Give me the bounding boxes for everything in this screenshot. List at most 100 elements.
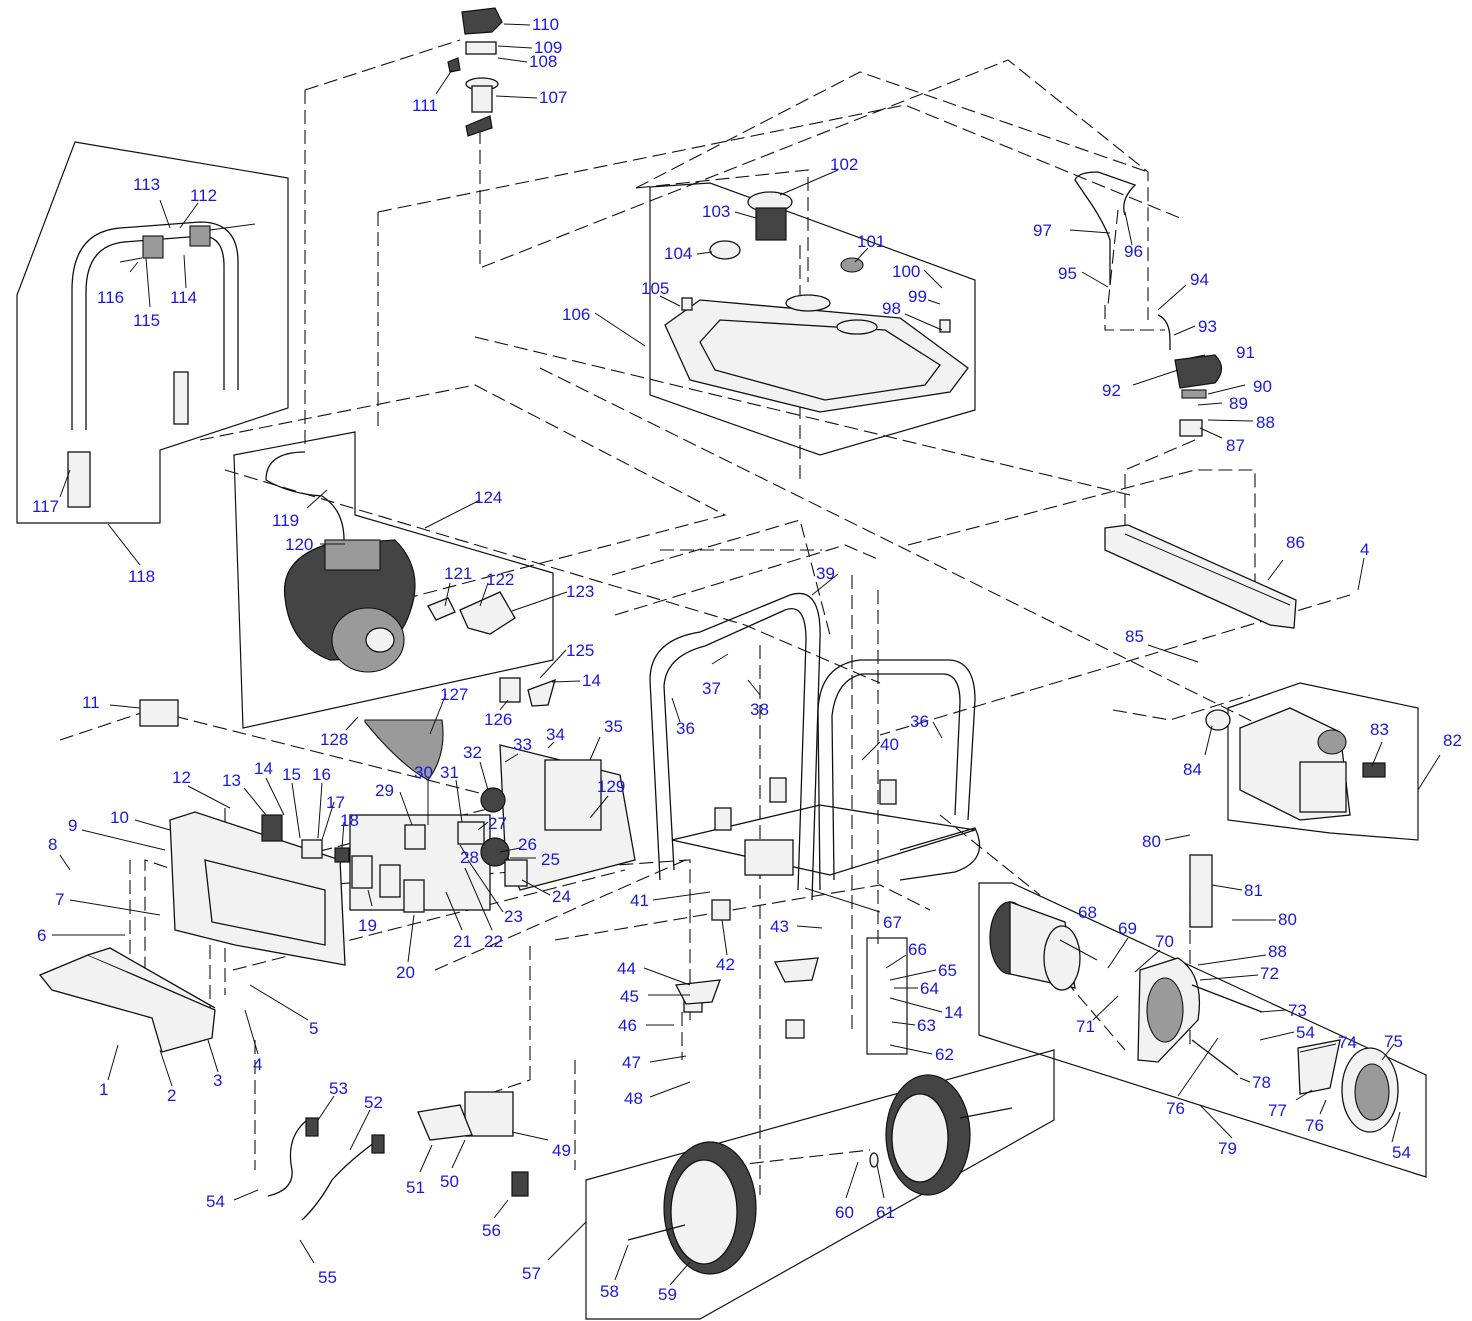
callout-labels: 110 109 108 107 111 113 112 116 114 115 … (32, 15, 1462, 1304)
callout-34: 34 (546, 725, 565, 744)
callout-92: 92 (1102, 381, 1121, 400)
callout-32: 32 (463, 743, 482, 762)
callout-14-c: 14 (944, 1003, 963, 1022)
callout-109: 109 (534, 38, 562, 57)
callout-5: 5 (309, 1019, 318, 1038)
callout-44: 44 (617, 959, 636, 978)
callout-41: 41 (630, 891, 649, 910)
callout-16: 16 (312, 765, 331, 784)
callout-118: 118 (128, 567, 155, 586)
callout-113: 113 (133, 175, 160, 194)
callout-19: 19 (358, 916, 377, 935)
callout-79: 79 (1218, 1139, 1237, 1158)
callout-104: 104 (664, 244, 692, 263)
callout-38: 38 (750, 700, 769, 719)
alternator-assembly (989, 854, 1399, 1133)
callout-74: 74 (1338, 1033, 1357, 1052)
callout-99: 99 (908, 287, 927, 306)
callout-127: 127 (440, 685, 468, 704)
callout-69: 69 (1118, 919, 1137, 938)
handle-assembly (67, 221, 256, 508)
callout-76-a: 76 (1166, 1099, 1185, 1118)
callout-93: 93 (1198, 317, 1217, 336)
callout-7: 7 (55, 890, 64, 909)
callout-119: 119 (272, 511, 299, 530)
callout-8: 8 (48, 835, 57, 854)
callout-39: 39 (816, 564, 835, 583)
callout-3: 3 (213, 1071, 222, 1090)
callout-56: 56 (482, 1221, 501, 1240)
callout-64: 64 (920, 979, 939, 998)
callout-98: 98 (882, 299, 901, 318)
fuel-line-assembly (1074, 171, 1223, 437)
callout-129: 129 (597, 777, 625, 796)
callout-33: 33 (513, 735, 532, 754)
callout-40: 40 (880, 735, 899, 754)
callout-96: 96 (1124, 242, 1143, 261)
callout-25: 25 (541, 850, 560, 869)
callout-54-c: 54 (206, 1192, 225, 1211)
callout-86: 86 (1286, 533, 1305, 552)
callout-95: 95 (1058, 264, 1077, 283)
callout-57: 57 (522, 1264, 541, 1283)
control-panel-assembly (139, 699, 636, 966)
callout-87: 87 (1226, 436, 1245, 455)
callout-4-a: 4 (1360, 540, 1369, 559)
callout-77: 77 (1268, 1101, 1287, 1120)
callout-35: 35 (604, 717, 623, 736)
callout-83: 83 (1370, 720, 1389, 739)
callout-111: 111 (412, 96, 438, 115)
callout-46: 46 (618, 1016, 637, 1035)
callout-4-b: 4 (253, 1055, 262, 1074)
callout-27: 27 (488, 814, 507, 833)
callout-10: 10 (110, 808, 129, 827)
callout-53: 53 (329, 1079, 348, 1098)
callout-24: 24 (552, 887, 571, 906)
callout-124: 124 (474, 488, 502, 507)
callout-12: 12 (172, 768, 191, 787)
callout-6: 6 (37, 926, 46, 945)
battery-assembly (267, 1091, 529, 1221)
callout-103: 103 (702, 202, 730, 221)
engine-assembly (265, 451, 556, 781)
callout-49: 49 (552, 1141, 571, 1160)
callout-26: 26 (518, 835, 537, 854)
callout-22: 22 (484, 932, 503, 951)
callout-28: 28 (460, 848, 479, 867)
callout-61: 61 (876, 1203, 895, 1222)
callout-85: 85 (1125, 627, 1144, 646)
callout-36-b: 36 (910, 712, 929, 731)
callout-128: 128 (320, 730, 348, 749)
callout-80-a: 80 (1142, 832, 1161, 851)
callout-13: 13 (222, 771, 241, 790)
callout-54-a: 54 (1296, 1023, 1315, 1042)
callout-60: 60 (835, 1203, 854, 1222)
callout-66: 66 (908, 940, 927, 959)
callout-59: 59 (658, 1285, 677, 1304)
callout-23: 23 (504, 907, 523, 926)
muffler-assembly (1205, 707, 1386, 821)
callout-106: 106 (562, 305, 590, 324)
callout-88-a: 88 (1256, 413, 1275, 432)
handle-bar-assembly (38, 947, 216, 1053)
callout-123: 123 (566, 582, 594, 601)
callout-94: 94 (1190, 270, 1209, 289)
fuel-tank-assembly (664, 191, 969, 413)
callout-42: 42 (716, 955, 735, 974)
callout-29: 29 (375, 781, 394, 800)
callout-81: 81 (1244, 881, 1263, 900)
callout-126: 126 (484, 710, 512, 729)
callout-73: 73 (1288, 1001, 1307, 1020)
callout-125: 125 (566, 641, 594, 660)
callout-30: 30 (414, 763, 433, 782)
callout-31: 31 (440, 763, 459, 782)
callout-120: 120 (285, 535, 313, 554)
callout-63: 63 (917, 1016, 936, 1035)
callout-78: 78 (1252, 1073, 1271, 1092)
callout-122: 122 (486, 570, 514, 589)
callout-101: 101 (857, 232, 885, 251)
callout-20: 20 (396, 963, 415, 982)
callout-100: 100 (892, 262, 920, 281)
callout-91: 91 (1236, 343, 1255, 362)
callout-11: 11 (82, 693, 100, 712)
